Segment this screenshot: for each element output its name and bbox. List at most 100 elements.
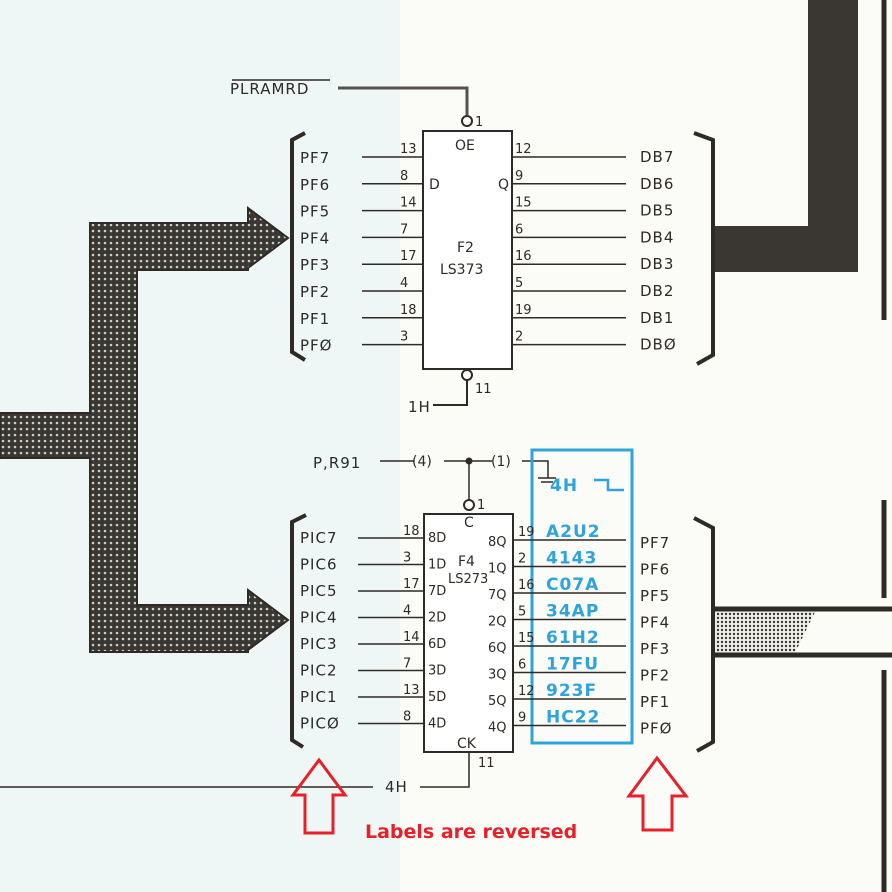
bottom-q-label: 3Q bbox=[488, 668, 507, 683]
ck-label: CK bbox=[457, 736, 477, 752]
top-input-label: PF2 bbox=[300, 283, 330, 301]
clear-pin: 1 bbox=[477, 498, 485, 513]
chip-id-annotation: C07A bbox=[546, 575, 599, 595]
enable-wire bbox=[338, 86, 469, 115]
top-input-label: PFØ bbox=[300, 337, 332, 355]
ck-wire bbox=[420, 752, 470, 788]
top-output-pin: 16 bbox=[515, 249, 532, 264]
bottom-input-pin: 8 bbox=[403, 710, 411, 725]
chip-f4-name: F4 bbox=[458, 554, 475, 570]
bracket-bottom-left bbox=[290, 513, 307, 749]
bottom-output-label: PFØ bbox=[640, 720, 672, 738]
plramrd-signal: PLRAMRD bbox=[230, 80, 309, 98]
bottom-q-label: 2Q bbox=[488, 615, 507, 630]
bottom-output-pin: 12 bbox=[518, 684, 535, 699]
bottom-output-pin: 15 bbox=[518, 631, 535, 646]
top-input-pin: 17 bbox=[400, 249, 417, 264]
top-input-label: PF1 bbox=[300, 310, 330, 328]
chip-id-annotation: A2U2 bbox=[546, 522, 601, 542]
oe-label: OE bbox=[455, 138, 475, 154]
clock-signal-1h: 1H bbox=[408, 398, 431, 416]
chip-f2-part: LS373 bbox=[440, 262, 483, 278]
top-output-pin: 5 bbox=[515, 276, 523, 291]
bottom-output-label: PF7 bbox=[640, 534, 670, 552]
top-input-label: PF6 bbox=[300, 176, 330, 194]
top-output-label: DB3 bbox=[640, 255, 674, 273]
bottom-input-pin: 18 bbox=[403, 524, 420, 539]
bracket-top-left bbox=[290, 131, 307, 362]
bottom-q-label: 5Q bbox=[488, 694, 507, 709]
clock-pin: 11 bbox=[475, 382, 492, 397]
data-bus-output bbox=[713, 0, 858, 272]
connector-a-bg bbox=[414, 452, 444, 470]
top-output-pin: 2 bbox=[515, 330, 523, 345]
top-input-pin: 18 bbox=[400, 303, 417, 318]
ground-wire bbox=[530, 460, 549, 478]
bottom-output-label: PF5 bbox=[640, 587, 670, 605]
bottom-input-pin: 4 bbox=[403, 604, 411, 619]
bottom-output-label: PF2 bbox=[640, 667, 670, 685]
annotation-header: 4H bbox=[550, 476, 578, 496]
bottom-output-label: PF6 bbox=[640, 561, 670, 579]
top-input-pin: 3 bbox=[400, 330, 408, 345]
top-input-pin: 14 bbox=[400, 196, 417, 211]
chip-id-annotation: HC22 bbox=[546, 708, 600, 728]
top-output-pin: 19 bbox=[515, 303, 532, 318]
top-output-pin: 6 bbox=[515, 222, 523, 237]
top-output-label: DB1 bbox=[640, 309, 674, 327]
bottom-output-pin: 6 bbox=[518, 658, 526, 673]
arrow-up-right-icon bbox=[626, 755, 690, 832]
bottom-input-label: PIC1 bbox=[300, 688, 338, 706]
chip-id-annotation: 4143 bbox=[546, 549, 597, 569]
top-output-label: DB2 bbox=[640, 282, 674, 300]
clock-signal-4h: 4H bbox=[385, 778, 408, 796]
bottom-input-pin: 3 bbox=[403, 551, 411, 566]
bottom-input-pin: 13 bbox=[403, 683, 420, 698]
top-input-label: PF3 bbox=[300, 256, 330, 274]
clock-wire bbox=[433, 380, 468, 406]
chip-id-annotation: 923F bbox=[546, 681, 597, 701]
connector-b: (1) bbox=[491, 454, 511, 470]
bottom-output-pin: 2 bbox=[518, 552, 526, 567]
bottom-d-label: 4D bbox=[428, 717, 446, 732]
oe-pin: 1 bbox=[475, 115, 483, 130]
top-input-pin: 8 bbox=[400, 169, 408, 184]
bottom-q-label: 7Q bbox=[488, 588, 507, 603]
pf-bus-output bbox=[714, 612, 815, 653]
bracket-top-right bbox=[693, 131, 715, 366]
bottom-input-label: PICØ bbox=[300, 715, 340, 733]
clear-label: C bbox=[464, 515, 474, 531]
chip-id-annotation: 17FU bbox=[546, 655, 599, 675]
top-input-label: PF7 bbox=[300, 149, 330, 167]
top-output-label: DB7 bbox=[640, 148, 674, 166]
top-output-label: DB5 bbox=[640, 202, 674, 220]
reversed-labels-note: Labels are reversed bbox=[365, 821, 577, 843]
arrow-up-left-icon bbox=[290, 757, 348, 835]
ck-pin: 11 bbox=[478, 756, 495, 771]
top-output-pin: 12 bbox=[515, 142, 532, 157]
top-output-pin: 9 bbox=[515, 169, 523, 184]
top-input-label: PF4 bbox=[300, 229, 330, 247]
top-input-pin: 7 bbox=[400, 222, 408, 237]
bottom-output-pin: 19 bbox=[518, 525, 535, 540]
chip-f2 bbox=[422, 130, 513, 370]
top-input-label: PF5 bbox=[300, 203, 330, 221]
bottom-q-label: 1Q bbox=[488, 562, 507, 577]
chip-id-annotation: 34AP bbox=[546, 602, 599, 622]
bottom-input-label: PIC2 bbox=[300, 662, 338, 680]
input-bus-arrow bbox=[0, 206, 290, 653]
top-output-label: DB6 bbox=[640, 175, 674, 193]
connector-a: (4) bbox=[412, 454, 432, 470]
bottom-output-label: PF3 bbox=[640, 640, 670, 658]
bottom-input-label: PIC5 bbox=[300, 582, 338, 600]
annotation-box bbox=[530, 448, 634, 745]
bottom-d-label: 5D bbox=[428, 690, 446, 705]
clear-inversion-bubble bbox=[463, 499, 475, 511]
bottom-output-pin: 9 bbox=[518, 711, 526, 726]
bottom-input-pin: 17 bbox=[403, 577, 420, 592]
bottom-input-pin: 14 bbox=[403, 630, 420, 645]
bottom-d-label: 6D bbox=[428, 637, 446, 652]
pulse-waveform-icon bbox=[594, 478, 624, 492]
bottom-d-label: 3D bbox=[428, 664, 446, 679]
